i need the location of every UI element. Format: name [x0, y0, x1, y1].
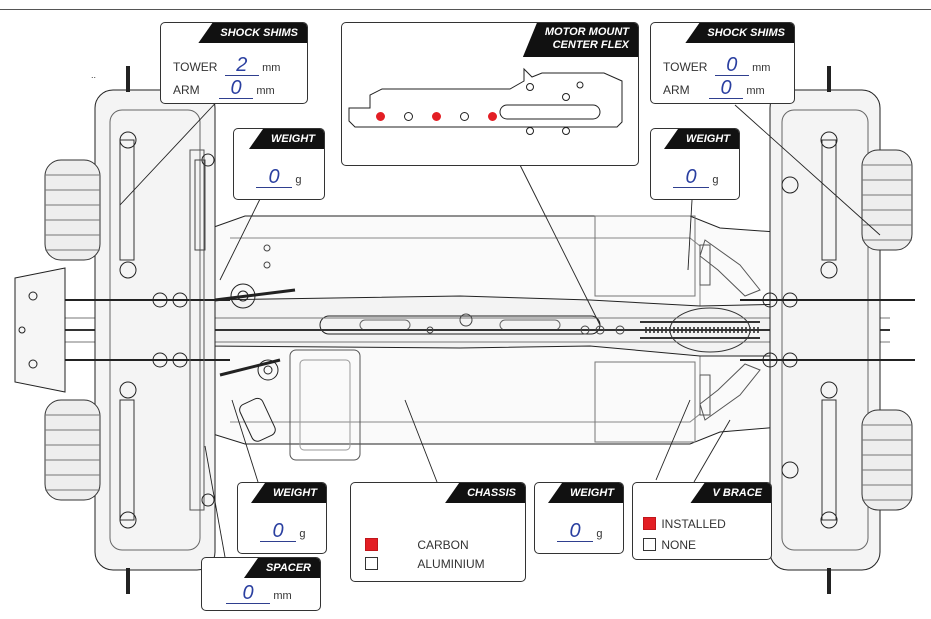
v-brace-option-none[interactable]: NONE	[643, 538, 696, 552]
tower-row: TOWER 2 mm	[173, 55, 280, 76]
corner-marker: ..	[91, 70, 97, 80]
weight-rear-bottom-panel: WEIGHT 0 g	[534, 482, 624, 554]
mount-hole-1[interactable]	[376, 112, 385, 121]
weight-title: WEIGHT	[548, 483, 623, 503]
weight-row: 0 g	[256, 167, 301, 188]
chassis-option-label: CARBON	[417, 538, 469, 552]
shock-shims-front-title: SHOCK SHIMS	[198, 23, 307, 43]
weight-unit: g	[712, 174, 719, 186]
arm-label: ARM	[663, 83, 690, 97]
chassis-panel: CHASSIS CARBON ALUMINIUM	[350, 482, 526, 582]
tower-value[interactable]: 0	[714, 55, 749, 76]
weight-row: 0 g	[557, 521, 602, 542]
weight-value[interactable]: 0	[557, 521, 593, 542]
weight-unit: g	[299, 528, 306, 540]
shock-shims-rear-panel: SHOCK SHIMS TOWER 0 mm ARM 0 mm	[650, 22, 795, 104]
checkbox-icon[interactable]	[365, 557, 378, 570]
spacer-panel: SPACER 0 mm	[201, 557, 321, 611]
motor-mount-drawing	[348, 67, 623, 135]
v-brace-option-installed[interactable]: INSTALLED	[643, 517, 726, 531]
mount-hole-5[interactable]	[488, 112, 497, 121]
spacer-title: SPACER	[243, 558, 320, 578]
weight-front-top-panel: WEIGHT 0 g	[233, 128, 325, 200]
weight-value[interactable]: 0	[673, 167, 709, 188]
arm-unit: mm	[746, 85, 765, 97]
checkbox-icon[interactable]	[643, 517, 656, 530]
weight-unit: g	[596, 528, 603, 540]
weight-title: WEIGHT	[249, 129, 324, 149]
arm-row: ARM 0 mm	[173, 78, 275, 99]
mount-hole-4[interactable]	[460, 112, 469, 121]
tower-label: TOWER	[663, 60, 708, 74]
motor-mount-panel: MOTOR MOUNT CENTER FLEX	[341, 22, 639, 166]
spacer-row: 0 mm	[226, 583, 292, 604]
spacer-value[interactable]: 0	[226, 583, 270, 604]
weight-title: WEIGHT	[251, 483, 326, 503]
arm-value[interactable]: 0	[219, 78, 254, 99]
arm-row: ARM 0 mm	[663, 78, 765, 99]
shock-shims-rear-title: SHOCK SHIMS	[685, 23, 794, 43]
tower-label: TOWER	[173, 60, 218, 74]
motor-mount-title: MOTOR MOUNT CENTER FLEX	[522, 23, 638, 57]
arm-label: ARM	[173, 83, 200, 97]
weight-front-bottom-panel: WEIGHT 0 g	[237, 482, 327, 554]
checkbox-icon[interactable]	[365, 538, 378, 551]
weight-value[interactable]: 0	[260, 521, 296, 542]
arm-value[interactable]: 0	[709, 78, 744, 99]
weight-value[interactable]: 0	[256, 167, 292, 188]
chassis-option-label: ALUMINIUM	[417, 557, 485, 571]
tower-row: TOWER 0 mm	[663, 55, 770, 76]
chassis-option-aluminium[interactable]: ALUMINIUM	[365, 557, 485, 571]
checkbox-icon[interactable]	[643, 538, 656, 551]
v-brace-title: V BRACE	[690, 483, 771, 503]
weight-row: 0 g	[260, 521, 305, 542]
weight-title: WEIGHT	[664, 129, 739, 149]
v-brace-option-label: NONE	[661, 538, 697, 552]
tower-value[interactable]: 2	[224, 55, 259, 76]
chassis-option-carbon[interactable]: CARBON	[365, 538, 469, 552]
chassis-title: CHASSIS	[445, 483, 525, 503]
weight-rear-top-panel: WEIGHT 0 g	[650, 128, 740, 200]
weight-row: 0 g	[673, 167, 718, 188]
spacer-unit: mm	[273, 590, 292, 602]
mount-hole-3[interactable]	[432, 112, 441, 121]
tower-unit: mm	[752, 62, 771, 74]
shock-shims-front-panel: SHOCK SHIMS TOWER 2 mm ARM 0 mm	[160, 22, 308, 104]
top-divider	[0, 9, 931, 10]
tower-unit: mm	[262, 62, 281, 74]
mount-hole-2[interactable]	[404, 112, 413, 121]
v-brace-option-label: INSTALLED	[661, 517, 726, 531]
v-brace-panel: V BRACE INSTALLED NONE	[632, 482, 772, 560]
weight-unit: g	[295, 174, 302, 186]
motor-mount-title-line1: MOTOR MOUNT	[544, 26, 629, 38]
arm-unit: mm	[256, 85, 275, 97]
motor-mount-title-line2: CENTER FLEX	[552, 39, 629, 51]
